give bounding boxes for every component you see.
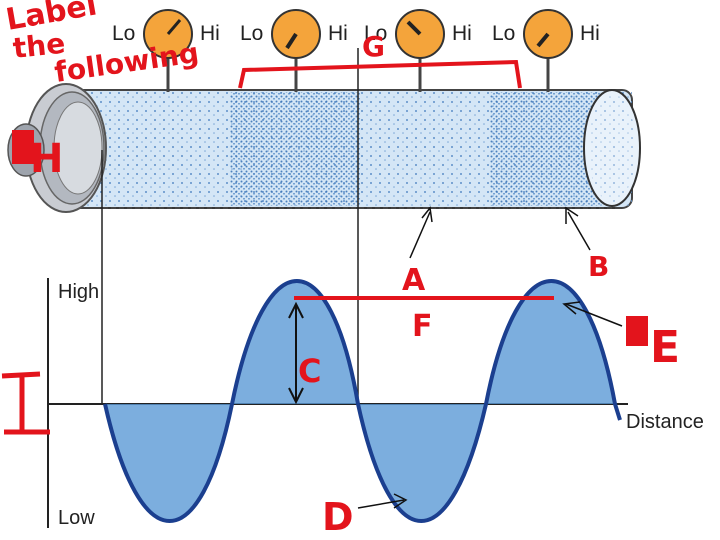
gauge-2: Lo Hi: [240, 9, 348, 92]
label-d: D: [322, 495, 354, 539]
gauge-1-hi-label: Hi: [200, 22, 220, 45]
gauge-4-hi-label: Hi: [580, 22, 600, 45]
gauge-4-lo-label: Lo: [492, 22, 515, 45]
axis-low-label: Low: [58, 507, 95, 529]
gauge-2-lo-label: Lo: [240, 22, 263, 45]
gauge-1-lo-label: Lo: [112, 22, 135, 45]
label-g: G: [362, 30, 385, 63]
annotations: Label the following G H A B F C D E I: [1, 0, 680, 539]
annotation-title-line-2: the: [11, 27, 66, 65]
amplitude-arrow: [288, 301, 304, 405]
tube: [61, 89, 641, 209]
gauge-2-hi-label: Hi: [328, 22, 348, 45]
label-b: B: [588, 250, 609, 283]
compression-zone-1: [230, 92, 360, 206]
wave-line: [103, 279, 622, 523]
gauge-3-hi-label: Hi: [452, 22, 472, 45]
label-a: A: [402, 263, 426, 298]
gauge-4: Lo Hi: [492, 9, 600, 92]
label-e: E: [650, 322, 680, 373]
axis-high-label: High: [58, 281, 99, 303]
wave-fill: [105, 281, 615, 521]
compression-zone-2: [490, 92, 600, 206]
label-f: F: [412, 309, 433, 344]
gauge-1: Lo Hi: [112, 9, 220, 92]
label-c: C: [298, 352, 321, 390]
axis-distance-label: Distance: [626, 411, 704, 433]
gauge-3-lo-label: Lo: [364, 22, 387, 45]
label-h: H: [30, 136, 63, 182]
